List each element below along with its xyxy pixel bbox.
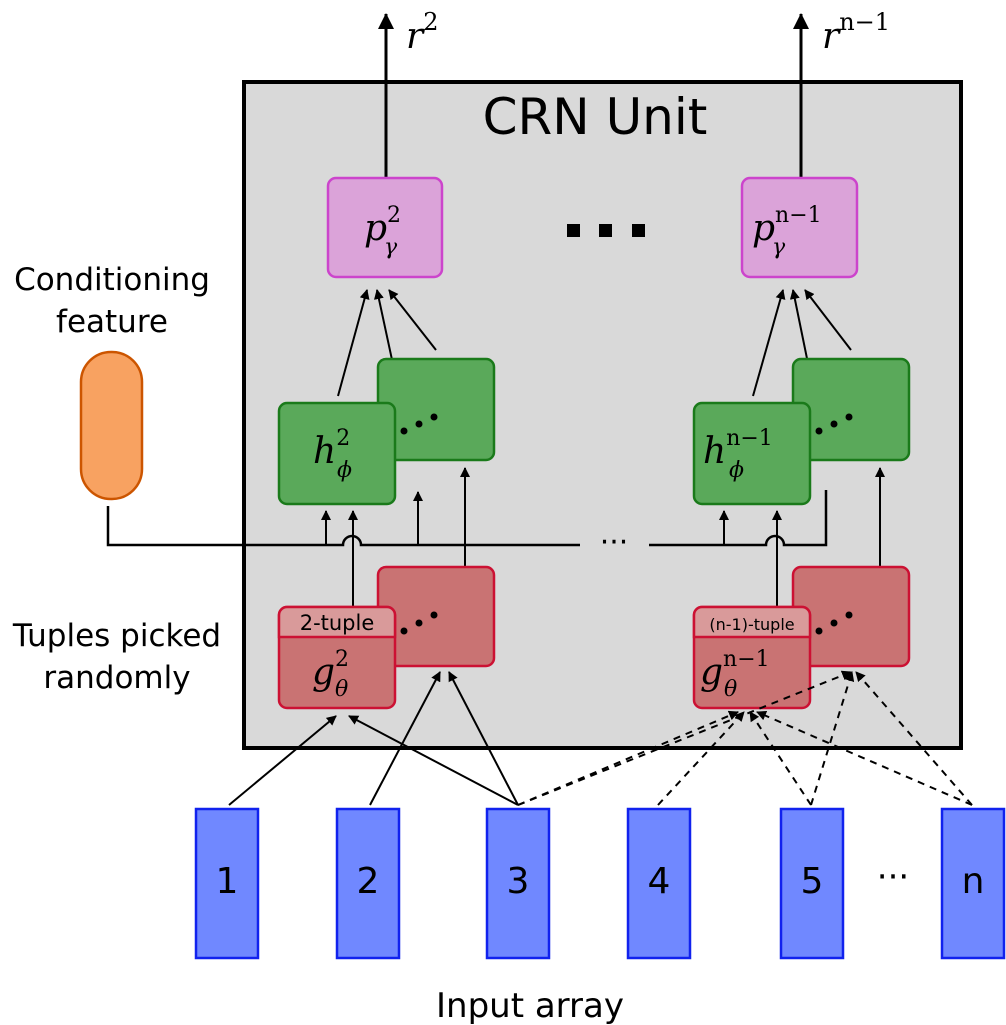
input-to-g-arrow	[348, 715, 519, 806]
h-to-p-arrow	[337, 289, 370, 397]
output-r2-label: r2	[406, 8, 439, 57]
conditioning-label-line2: feature	[56, 304, 168, 340]
input-to-g-arrow	[448, 671, 519, 806]
input-cell	[194, 807, 260, 960]
input-cell-label: 2	[357, 861, 380, 902]
input-cell-label: n	[962, 861, 985, 902]
input-to-g-arrow	[369, 671, 441, 806]
input-cell-label: 3	[507, 861, 530, 902]
tuples-label-line1: Tuples picked	[12, 618, 221, 654]
middle-ellipsis	[567, 224, 645, 237]
h-to-p-arrow	[804, 289, 852, 351]
bus-ellipsis: ···	[600, 525, 629, 560]
g-right-tuple-tab	[692, 605, 812, 639]
h-block-right-front	[692, 401, 812, 506]
input-cell	[626, 807, 692, 960]
g-left-tuple-tab	[277, 605, 397, 639]
output-rn1-label: rn−1	[822, 8, 890, 57]
p-block-left	[326, 176, 444, 279]
g-left-tuple-label: 2-tuple	[300, 611, 375, 635]
input-cell	[485, 807, 551, 960]
input-cell-label: 4	[648, 861, 671, 902]
h-block-left-front	[277, 401, 397, 506]
p-block-right	[740, 176, 859, 279]
conditioning-feature-node	[79, 350, 144, 501]
input-cell	[940, 807, 1006, 960]
conditioning-label-line1: Conditioning	[14, 262, 210, 298]
h-to-p-arrow	[752, 289, 786, 397]
dashed-input-arrows	[517, 670, 973, 806]
g-stack-ellipsis	[815, 611, 853, 635]
h-to-p-arrow	[388, 289, 437, 351]
input-cell	[335, 807, 401, 960]
input-to-g-arrow	[228, 715, 337, 806]
input-ellipsis: ···	[877, 857, 909, 897]
g-right-tuple-label: (n-1)-tuple	[709, 615, 794, 634]
tuples-label-line2: randomly	[43, 660, 190, 696]
input-cell-label: 1	[216, 861, 239, 902]
h-stack-ellipsis	[400, 413, 438, 435]
h-stack-ellipsis	[815, 413, 853, 435]
input-cell-label: 5	[801, 861, 824, 902]
crn-unit-title: CRN Unit	[483, 88, 708, 146]
g-stack-ellipsis	[400, 611, 438, 635]
input-cell	[779, 807, 845, 960]
input-array-label: Input array	[436, 986, 624, 1025]
